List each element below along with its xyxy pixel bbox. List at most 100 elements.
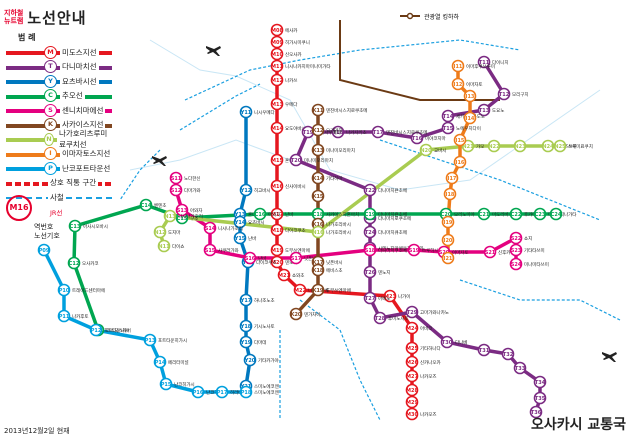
station-T34[interactable]: T34 bbox=[533, 375, 547, 389]
station-N23[interactable]: N23 bbox=[513, 139, 527, 153]
station-I19[interactable]: I19 bbox=[441, 215, 455, 229]
station-T35[interactable]: T35 bbox=[533, 391, 547, 405]
station-T32[interactable]: T32 bbox=[501, 347, 515, 361]
station-I20[interactable]: I20 bbox=[441, 233, 455, 247]
station-I16[interactable]: I16 bbox=[453, 155, 467, 169]
station-M29[interactable]: M29 bbox=[405, 395, 418, 409]
station-S17[interactable]: S17닛폰바시 bbox=[289, 251, 321, 265]
station-T36[interactable]: T36 bbox=[529, 405, 543, 419]
station-I21[interactable]: I21 bbox=[441, 251, 455, 265]
station-I13[interactable]: I13 bbox=[463, 89, 477, 103]
station-I14[interactable]: I14 bbox=[463, 111, 477, 125]
station-N22[interactable]: N22 bbox=[487, 139, 501, 153]
station-I17[interactable]: I17 bbox=[445, 171, 459, 185]
station-T31[interactable]: T31 bbox=[477, 343, 491, 357]
station-M28[interactable]: M28 bbox=[405, 383, 418, 397]
station-I15[interactable]: I15 bbox=[453, 133, 467, 147]
station-T33[interactable]: T33 bbox=[513, 361, 527, 375]
station-K15[interactable]: K15 bbox=[311, 189, 325, 203]
station-I18[interactable]: I18 bbox=[443, 187, 457, 201]
